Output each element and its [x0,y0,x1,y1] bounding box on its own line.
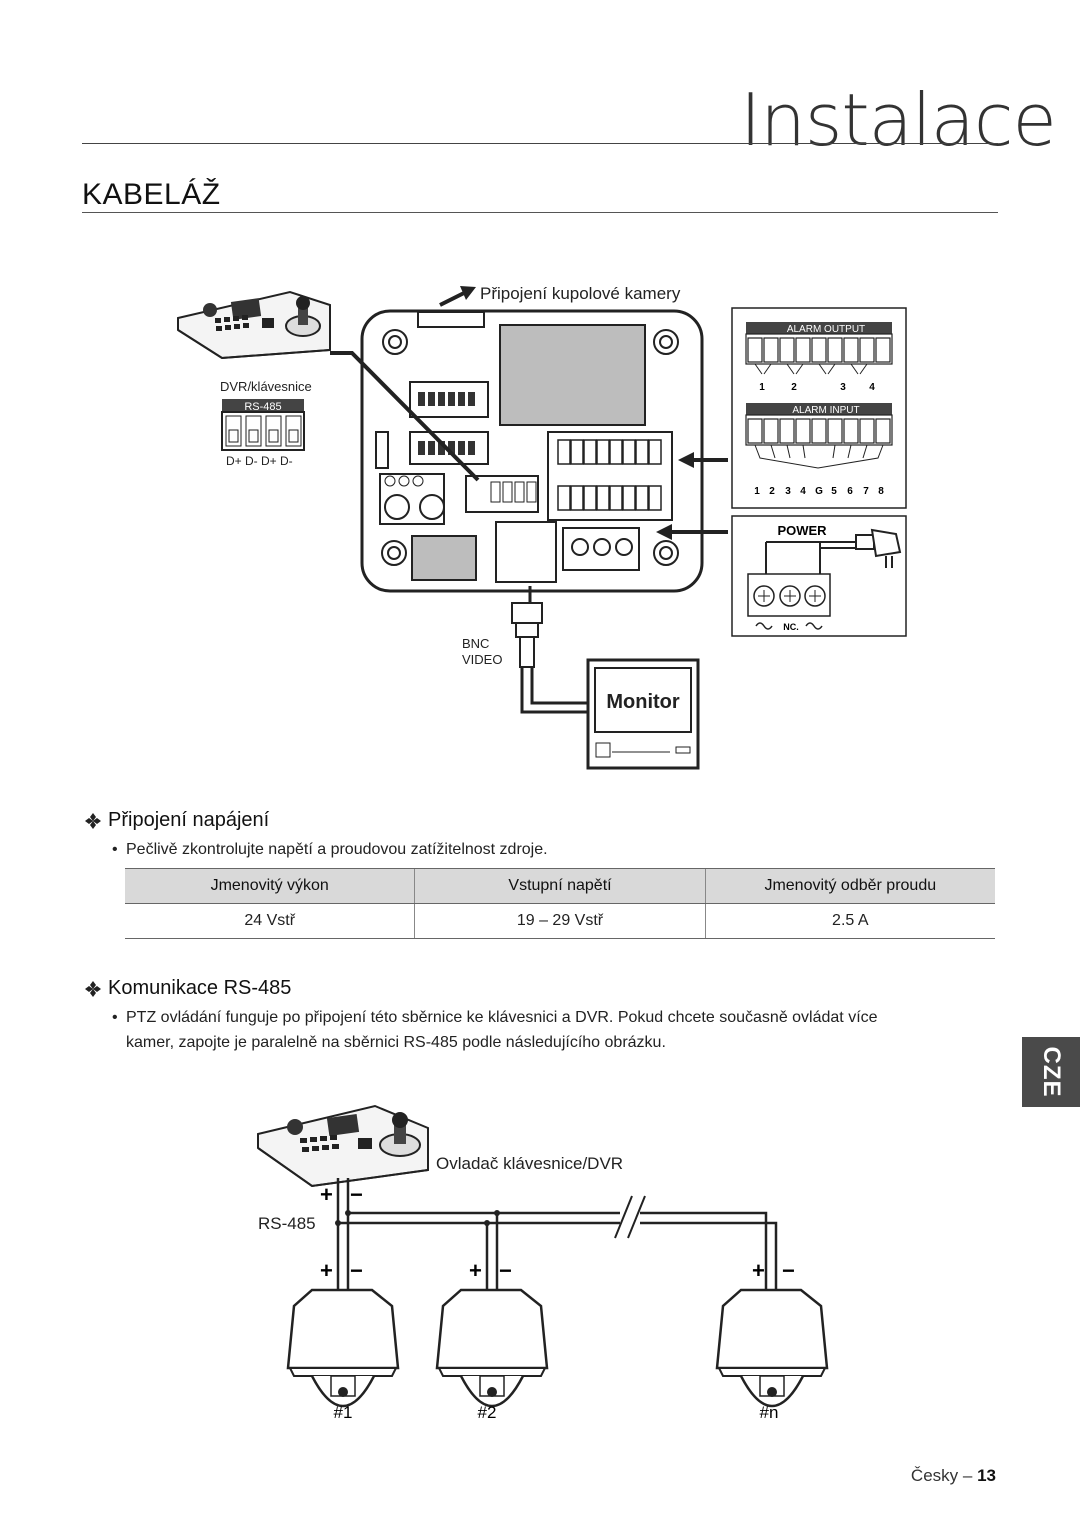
bnc-connector-icon [511,602,543,668]
section-divider [82,212,998,213]
rs485-pin-labels: D+ D- D+ D- [226,454,293,468]
alarm-output-label: ALARM OUTPUT [787,324,865,335]
monitor-icon [586,658,700,770]
camn-minus: − [782,1258,795,1283]
alarm-input-num-6: 6 [847,486,853,497]
power-terminal-label: NC. [783,622,799,632]
table-header-cell: Jmenovitý výkon [125,868,415,904]
rs485-bullet-dot: • [112,1009,118,1026]
diamond-bullet-icon [85,981,101,997]
video-label: VIDEO [462,652,502,667]
camera-label-n: #n [760,1403,779,1422]
power-bullet-text: Pečlivě zkontrolujte napětí a proudovou … [126,841,548,858]
alarm-input-num-5: 5 [831,486,837,497]
rs485-badge-bg [222,399,304,412]
rs485-bullet-line1: PTZ ovládání funguje po připojení této s… [126,1009,878,1026]
table-cell: 24 Vstř [125,903,415,939]
alarm-input-label: ALARM INPUT [792,405,859,416]
bus-label: RS-485 [258,1214,316,1233]
alarm-output-num-3: 3 [840,382,846,393]
alarm-output-num-4: 4 [869,382,875,393]
alarm-input-num-4: 4 [800,486,806,497]
table-row: 24 Vstř 19 – 29 Vstř 2.5 A [125,903,995,939]
alarm-output-num-1: 1 [759,382,765,393]
table-cell: 2.5 A [704,903,995,939]
monitor-label: Monitor [606,691,680,713]
camera-label-1: #1 [334,1403,353,1422]
rs485-heading: Komunikace RS-485 [108,977,292,999]
controller-minus: − [350,1182,363,1207]
rs485-terminal-block [221,411,305,451]
diamond-bullet-icon [85,813,101,829]
dome-camera-icon [286,1288,400,1408]
power-heading: Připojení napájení [108,809,270,831]
chapter-divider [82,143,998,144]
cam1-plus: + [320,1258,333,1283]
rs485-badge: RS-485 [244,401,281,413]
table-header-cell: Vstupní napětí [414,868,706,904]
alarm-input-num-8: 8 [878,486,884,497]
language-tab: CZE [1022,1037,1080,1107]
cam1-minus: − [350,1258,363,1283]
power-label: POWER [777,523,827,538]
dome-camera-icon [435,1288,549,1408]
alarm-input-num-g: G [815,486,823,497]
bnc-label: BNC [462,636,489,651]
table-header-row: Jmenovitý výkon Vstupní napětí Jmenovitý… [125,868,995,904]
page-number: 13 [977,1466,996,1485]
dome-connection-label: Připojení kupolové kamery [480,284,681,303]
alarm-input-num-2: 2 [769,486,775,497]
camn-plus: + [752,1258,765,1283]
cam2-plus: + [469,1258,482,1283]
rs485-bullet-line2: kamer, zapojte je paralelně na sběrnici … [126,1034,666,1051]
chapter-title: Instalace [740,78,1057,162]
power-adapter-icon [765,528,902,580]
camera-label-2: #2 [478,1403,497,1422]
cam2-minus: − [499,1258,512,1283]
keyboard-controller-icon [257,1104,429,1188]
keyboard-label: DVR/klávesnice [220,379,312,394]
table-cell: 19 – 29 Vstř [414,903,706,939]
dome-camera-icon [715,1288,829,1408]
footer-language: Česky – [910,1466,973,1485]
alarm-output-num-2: 2 [791,382,797,393]
controller-label: Ovladač klávesnice/DVR [436,1154,623,1173]
keyboard-controller-icon [177,290,331,360]
page-footer: Česky – 13 [911,1466,996,1486]
language-tab-label: CZE [1038,1046,1065,1098]
power-bullet-dot: • [112,841,118,858]
alarm-input-num-3: 3 [785,486,791,497]
table-header-cell: Jmenovitý odběr proudu [704,868,995,904]
controller-plus: + [320,1182,333,1207]
alarm-input-num-7: 7 [863,486,869,497]
power-spec-table: Jmenovitý výkon Vstupní napětí Jmenovitý… [125,868,995,939]
alarm-input-num-1: 1 [754,486,760,497]
camera-board [360,309,704,593]
section-title: KABELÁŽ [82,178,221,211]
